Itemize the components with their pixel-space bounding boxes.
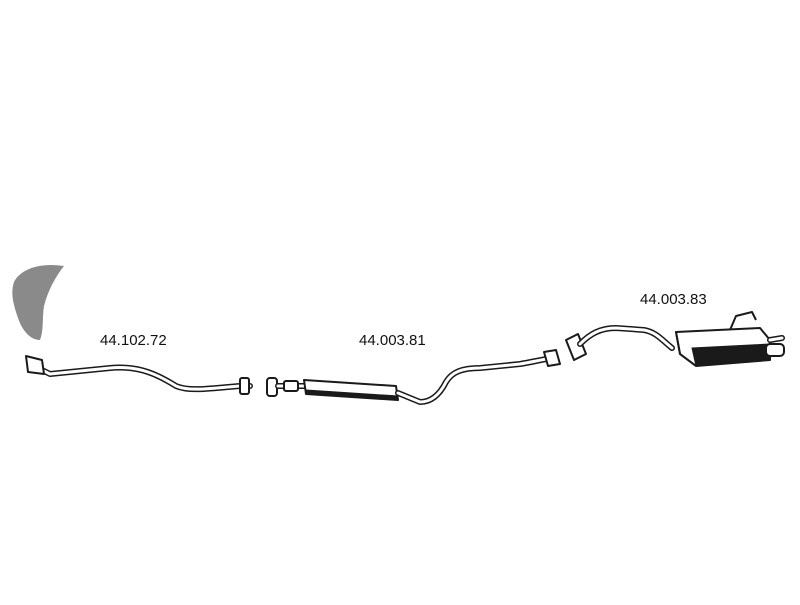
part-number-label-front-pipe: 44.102.72 [100,332,167,349]
part-number-label-center-muffler: 44.003.81 [359,332,426,349]
part-number-label-rear-muffler: 44.003.83 [640,291,707,308]
engine-manifold-shape [12,264,64,340]
center-muffler-body [303,379,399,401]
front-flange [25,355,45,375]
tailpipe [765,343,785,357]
rear-muffler-body [675,327,771,367]
rear-muffler-inlet-flange [565,333,587,361]
center-muffler [266,349,561,405]
rear-hanger [729,311,757,331]
front-pipe-rear-flange [239,377,250,395]
rear-muffler [565,311,785,367]
front-pipe [25,355,253,395]
center-muffler-outlet-flange [543,349,561,367]
